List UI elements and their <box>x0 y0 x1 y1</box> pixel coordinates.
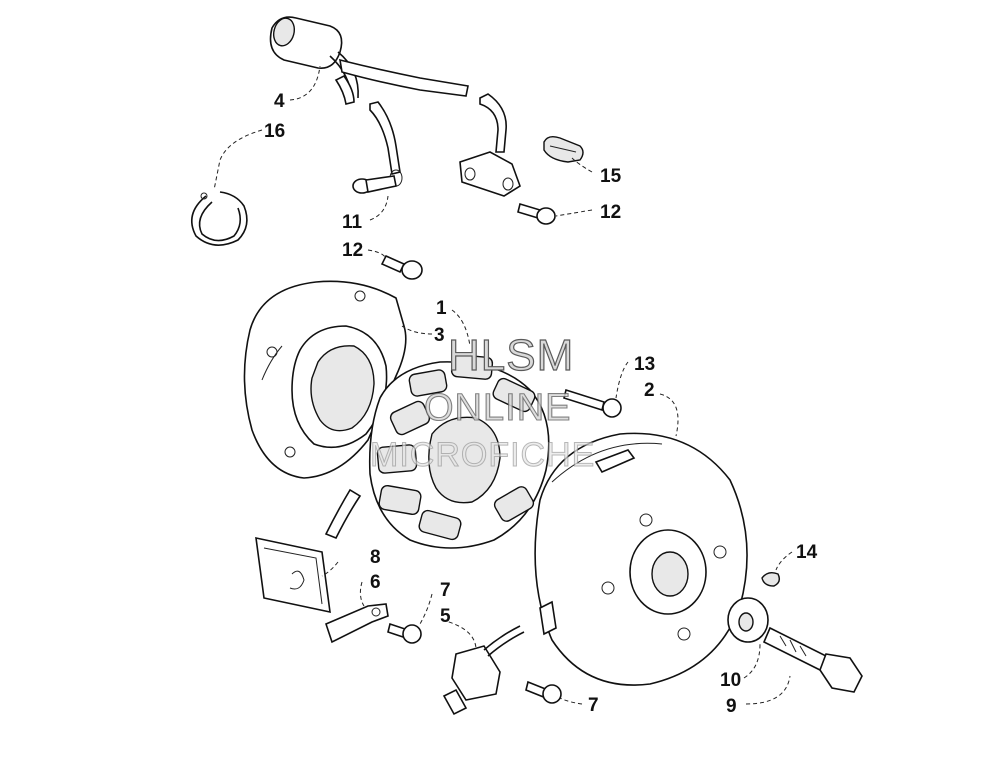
callout-5: 5 <box>440 606 451 627</box>
callout-4: 4 <box>274 91 285 112</box>
part-7-screw-left <box>387 622 422 644</box>
callout-14: 14 <box>796 542 818 563</box>
wire-ring-terminal <box>369 101 403 187</box>
watermark-microfiche: MICROFICHE <box>370 436 595 474</box>
callout-3: 3 <box>434 325 445 346</box>
screw-11 <box>352 175 397 194</box>
callout-2: 2 <box>644 380 655 401</box>
part-4-connector <box>269 16 469 105</box>
callout-16: 16 <box>264 121 285 142</box>
watermark-hlsm: HLSM <box>448 331 574 380</box>
leader-lines <box>213 65 793 705</box>
part-5-sensor <box>442 625 525 716</box>
callout-7-upper: 7 <box>440 580 451 601</box>
callout-12-lower: 12 <box>342 240 363 261</box>
callout-labels: 4 16 11 12 12 15 1 3 13 2 8 6 7 5 7 14 1… <box>264 91 818 717</box>
callout-6: 6 <box>370 572 381 593</box>
part-3-flange <box>243 280 407 479</box>
callout-10: 10 <box>720 670 741 691</box>
part-7-screw-right <box>525 680 562 704</box>
callout-9: 9 <box>726 696 737 717</box>
screw-12-upper <box>517 202 556 225</box>
part-8-plate <box>255 536 331 614</box>
watermark-online: ONLINE <box>424 387 571 429</box>
wire-sensor-bracket <box>459 93 521 197</box>
watermark: HLSM ONLINE MICROFICHE <box>370 330 595 474</box>
callout-8: 8 <box>370 547 381 568</box>
part-6-bracket <box>325 603 389 644</box>
part-14-key <box>761 571 781 587</box>
part-15-grommet <box>543 135 584 163</box>
callout-1: 1 <box>436 298 447 319</box>
callout-13: 13 <box>634 354 655 375</box>
part-1-stator <box>324 354 550 549</box>
part-16-clamp <box>190 191 248 246</box>
callout-15: 15 <box>600 166 622 187</box>
part-13-screw <box>563 388 622 418</box>
callout-7-lower: 7 <box>588 695 599 716</box>
callout-12-upper: 12 <box>600 202 621 223</box>
callout-11: 11 <box>342 212 363 233</box>
part-9-bolt <box>762 626 863 693</box>
part-10-washer <box>727 597 769 643</box>
screw-12-lower <box>380 254 423 280</box>
part-2-flywheel <box>534 432 748 686</box>
